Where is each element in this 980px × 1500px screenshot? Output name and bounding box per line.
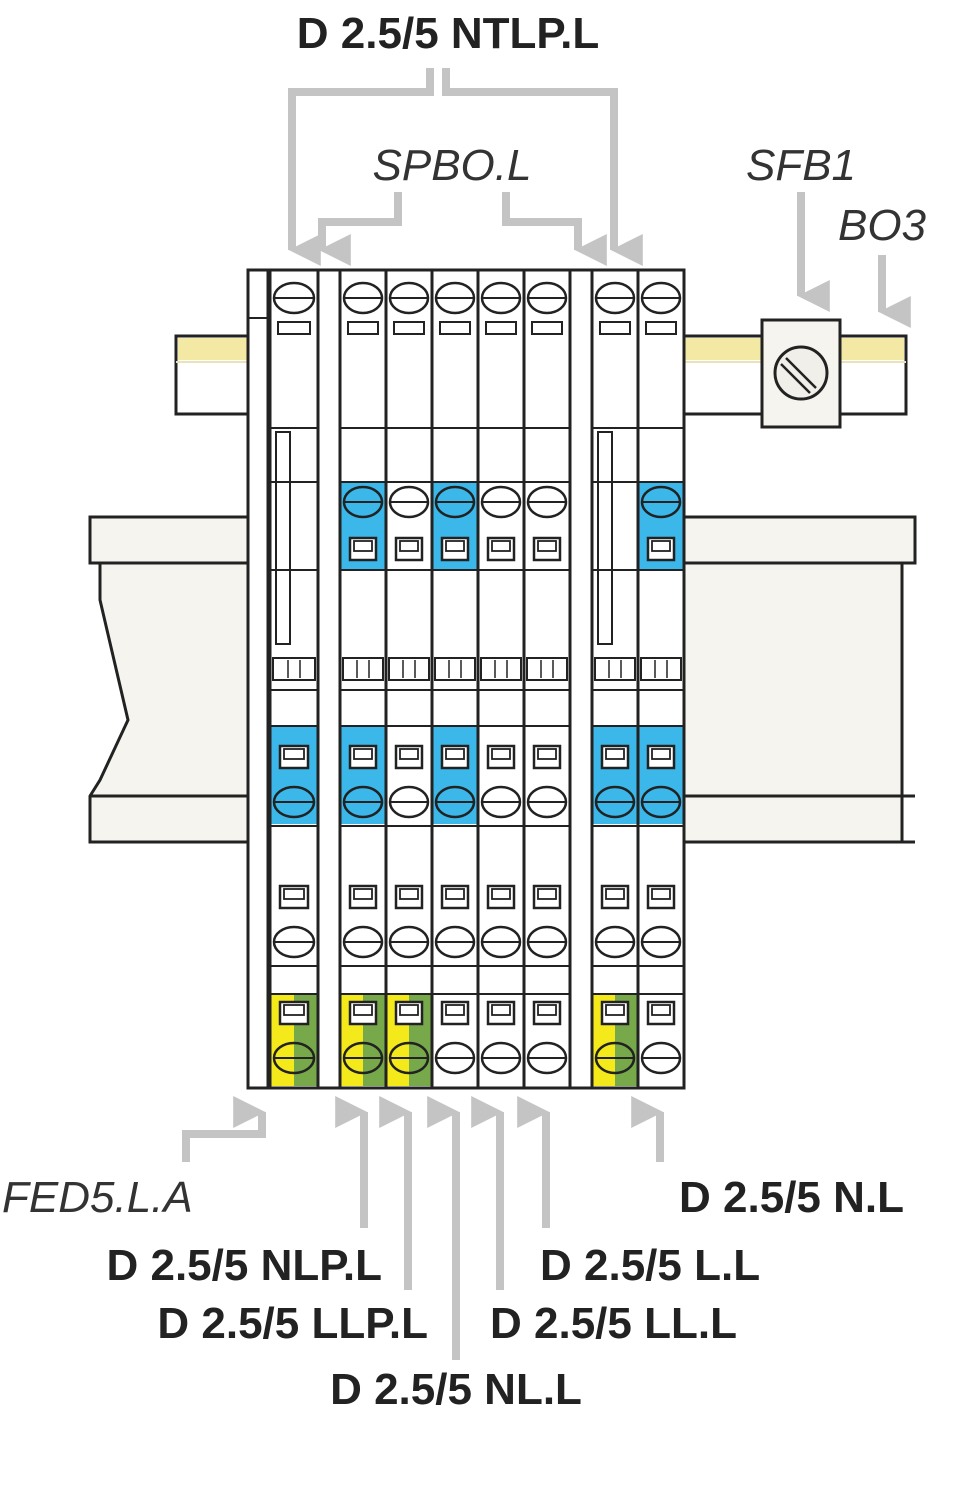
n-terminal [636, 268, 686, 1090]
clamp-icon [394, 884, 424, 910]
clamp-icon [646, 536, 676, 562]
clamp-icon [646, 744, 676, 770]
clamp-icon [486, 1000, 516, 1026]
support-foot-sfb1 [760, 318, 842, 429]
label-llp: D 2.5/5 LLP.L [157, 1299, 428, 1348]
spbo-partition-right [568, 268, 594, 1090]
blue-band-lower [593, 726, 637, 824]
bridge-slot [342, 657, 384, 681]
clamp-icon [486, 884, 516, 910]
clamp-icon [348, 536, 378, 562]
clamp-icon [440, 744, 470, 770]
l-terminal [522, 268, 572, 1090]
label-spbo: SPBO.L [373, 141, 532, 190]
clamp-icon [440, 1000, 470, 1026]
bridge-slot [640, 657, 682, 681]
bridge-slot [526, 657, 568, 681]
blue-band-lower [341, 726, 385, 824]
clamp-icon [440, 884, 470, 910]
clamp-icon [278, 884, 310, 910]
clamp-icon [278, 1000, 310, 1026]
label-ll: D 2.5/5 LL.L [490, 1299, 737, 1348]
clamp-icon [532, 744, 562, 770]
clamp-icon [646, 884, 676, 910]
ll-terminal [476, 268, 526, 1090]
llp-terminal [384, 268, 434, 1090]
bridge-slot [434, 657, 476, 681]
label-l: D 2.5/5 L.L [540, 1241, 760, 1290]
label-ntlp: D 2.5/5 NTLP.L [297, 9, 599, 58]
clamp-icon [532, 536, 562, 562]
clamp-icon [600, 884, 630, 910]
clamp-icon [394, 744, 424, 770]
nlp-terminal [338, 268, 388, 1090]
blue-band-lower [433, 726, 477, 824]
terminal-block-assembly [246, 268, 686, 1090]
clamp-icon [348, 744, 378, 770]
label-n: D 2.5/5 N.L [679, 1173, 904, 1222]
bridge-slot [388, 657, 430, 681]
labels: D 2.5/5 NTLP.L SPBO.L SFB1 BO3 FED5.L.A … [2, 9, 927, 1414]
blue-band-lower [639, 726, 683, 824]
clamp-icon [646, 1000, 676, 1026]
clamp-icon [486, 744, 516, 770]
label-bo3: BO3 [838, 201, 927, 250]
ntlp-terminal-right [590, 268, 640, 1090]
label-nlp: D 2.5/5 NLP.L [106, 1241, 382, 1290]
label-sfb1: SFB1 [746, 141, 856, 190]
label-fed5: FED5.L.A [2, 1173, 193, 1222]
clamp-icon [600, 1000, 630, 1026]
clamp-icon [394, 1000, 424, 1026]
nl-terminal [430, 268, 480, 1090]
bridge-slot [480, 657, 522, 681]
spbo-partition-left [316, 268, 342, 1090]
bridge-slot [594, 657, 636, 681]
clamp-icon [394, 536, 424, 562]
bridge-slot [272, 657, 316, 681]
clamp-icon [600, 744, 630, 770]
clamp-icon [532, 1000, 562, 1026]
callout-arrows [182, 68, 911, 1360]
clamp-icon [278, 744, 310, 770]
ntlp-terminal-left [268, 268, 320, 1090]
clamp-icon [532, 884, 562, 910]
clamp-icon [486, 536, 516, 562]
clamp-icon [348, 1000, 378, 1026]
label-nl: D 2.5/5 NL.L [330, 1365, 582, 1414]
clamp-icon [440, 536, 470, 562]
blue-band-lower [271, 726, 317, 824]
clamp-icon [348, 884, 378, 910]
fed5-end-plate [246, 268, 270, 1090]
